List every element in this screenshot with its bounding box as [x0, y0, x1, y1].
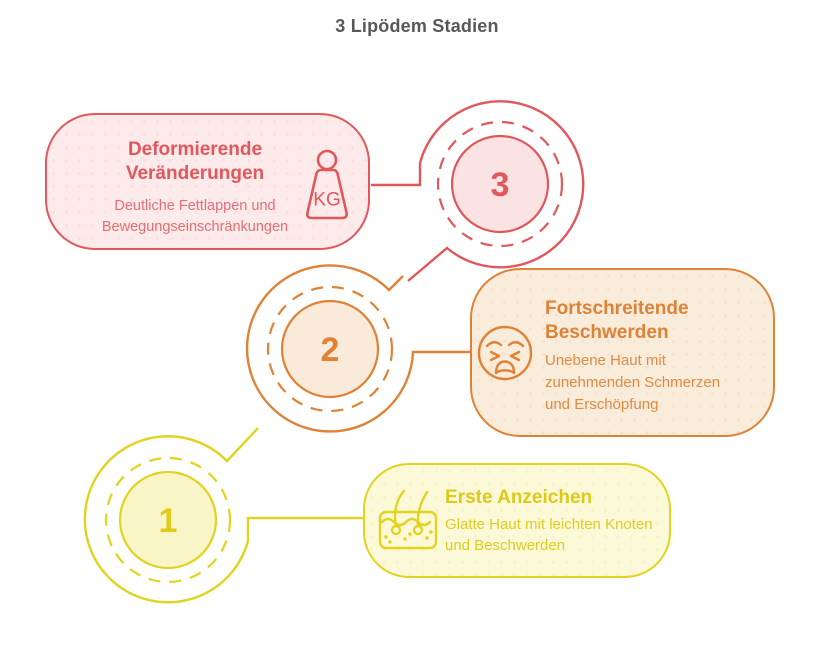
stage-2-ring-and-connector — [245, 264, 470, 433]
stage-3-title: Deformierende Veränderungen — [125, 139, 265, 184]
stage-3-inner-circle — [450, 134, 550, 234]
stage-2-title: Fortschreitende Beschwerden — [545, 298, 689, 343]
weight-icon-label: KG — [313, 190, 340, 211]
page-title: 3 Lipödem Stadien — [335, 16, 499, 36]
stage-3-dashed-ring — [436, 120, 564, 248]
stage-1-circle: 1 — [83, 427, 363, 604]
stage-1-description: Glatte Haut mit leichten Knoten und Besc… — [445, 516, 653, 554]
skin-layer-icon — [377, 487, 441, 558]
weight-icon: KG — [296, 149, 358, 232]
weary-face-icon — [475, 323, 535, 388]
stage-3-card: Deformierende Veränderungen Deutliche Fe… — [45, 113, 370, 250]
stage-3-number: 3 — [491, 166, 510, 204]
stage-1-number: 1 — [159, 502, 178, 540]
stage-3-description: Deutliche Fettlappen und Bewegungseinsch… — [101, 198, 289, 235]
stage-1-ring-and-connector — [83, 427, 363, 604]
stage-2-card: Fortschreitende Beschwerden Unebene Haut… — [470, 268, 775, 437]
stage-1-title: Erste Anzeichen — [445, 487, 593, 508]
stage-3-ring-and-connector — [371, 100, 585, 282]
stage-2-circle: 2 — [245, 264, 470, 433]
stage-2-number: 2 — [321, 331, 340, 369]
stage-1-inner-circle — [118, 470, 218, 570]
stage-2-description: Unebene Haut mit zunehmenden Schmerzen u… — [545, 352, 721, 413]
stage-3-circle: 3 — [371, 100, 585, 282]
stage-2-dashed-ring — [266, 285, 394, 413]
stage-2-inner-circle — [280, 299, 380, 399]
stage-1-card: Erste Anzeichen Glatte Haut mit leichten… — [363, 463, 671, 578]
stage-1-dashed-ring — [104, 456, 232, 584]
